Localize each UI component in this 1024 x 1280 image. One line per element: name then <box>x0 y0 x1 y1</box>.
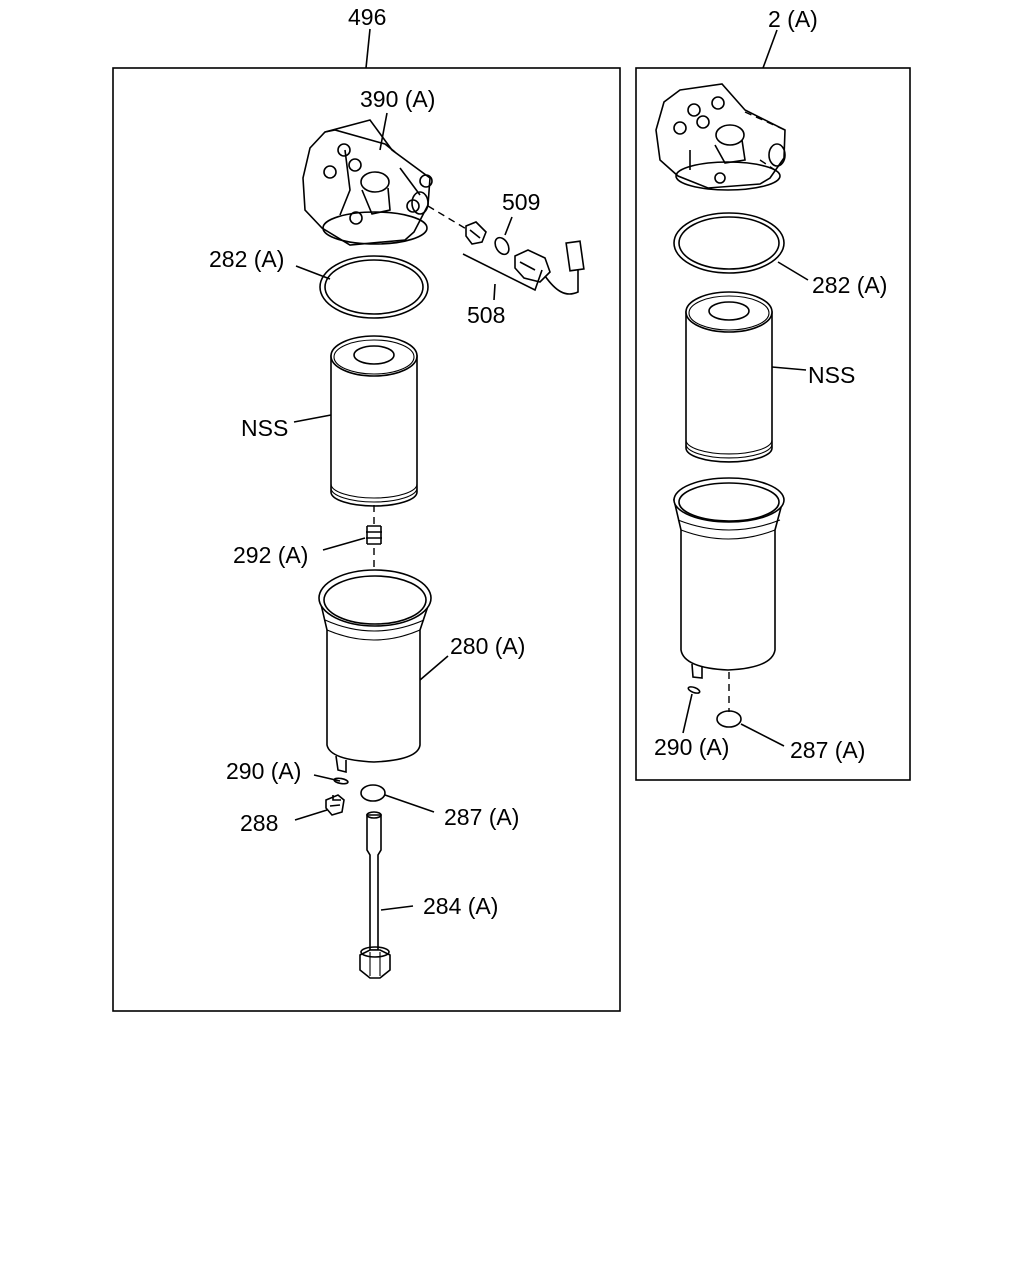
drain-plug-left <box>325 794 345 816</box>
right-assembly-frame <box>635 67 911 781</box>
callout-right-element: NSS <box>808 362 855 388</box>
callout-left-sensor-oring: 509 <box>502 189 540 215</box>
callout-left-drain-plug: 288 <box>240 810 278 836</box>
callout-right-drain-oring: 290 (A) <box>654 734 729 760</box>
callout-left-bowl: 280 (A) <box>450 633 525 659</box>
bowl-right <box>672 477 785 712</box>
filter-element-right <box>685 291 773 463</box>
bowl-left <box>318 569 432 774</box>
callout-left-head: 390 (A) <box>360 86 435 112</box>
callout-left-drain-oring: 290 (A) <box>226 758 301 784</box>
drain-oring-left <box>333 777 349 785</box>
gasket-left <box>319 255 429 319</box>
center-bolt-left <box>359 811 391 979</box>
filter-head-right <box>655 83 786 191</box>
callout-left-element: NSS <box>241 415 288 441</box>
filter-head-left <box>302 119 433 246</box>
callout-assembly-right: 2 (A) <box>768 6 818 32</box>
callout-left-spring: 292 (A) <box>233 542 308 568</box>
callout-right-gasket: 282 (A) <box>812 272 887 298</box>
bowl-oring-left <box>360 784 386 802</box>
sensor-left <box>427 205 585 301</box>
callout-left-bolt: 284 (A) <box>423 893 498 919</box>
callout-left-bowl-oring: 287 (A) <box>444 804 519 830</box>
callout-left-sensor: 508 <box>467 302 505 328</box>
bowl-oring-right <box>716 710 742 728</box>
callout-left-gasket: 282 (A) <box>209 246 284 272</box>
drain-oring-right <box>687 686 701 694</box>
callout-assembly-left: 496 <box>348 4 386 30</box>
filter-element-left <box>330 335 418 507</box>
gasket-right <box>673 212 785 274</box>
callout-right-bowl-oring: 287 (A) <box>790 737 865 763</box>
